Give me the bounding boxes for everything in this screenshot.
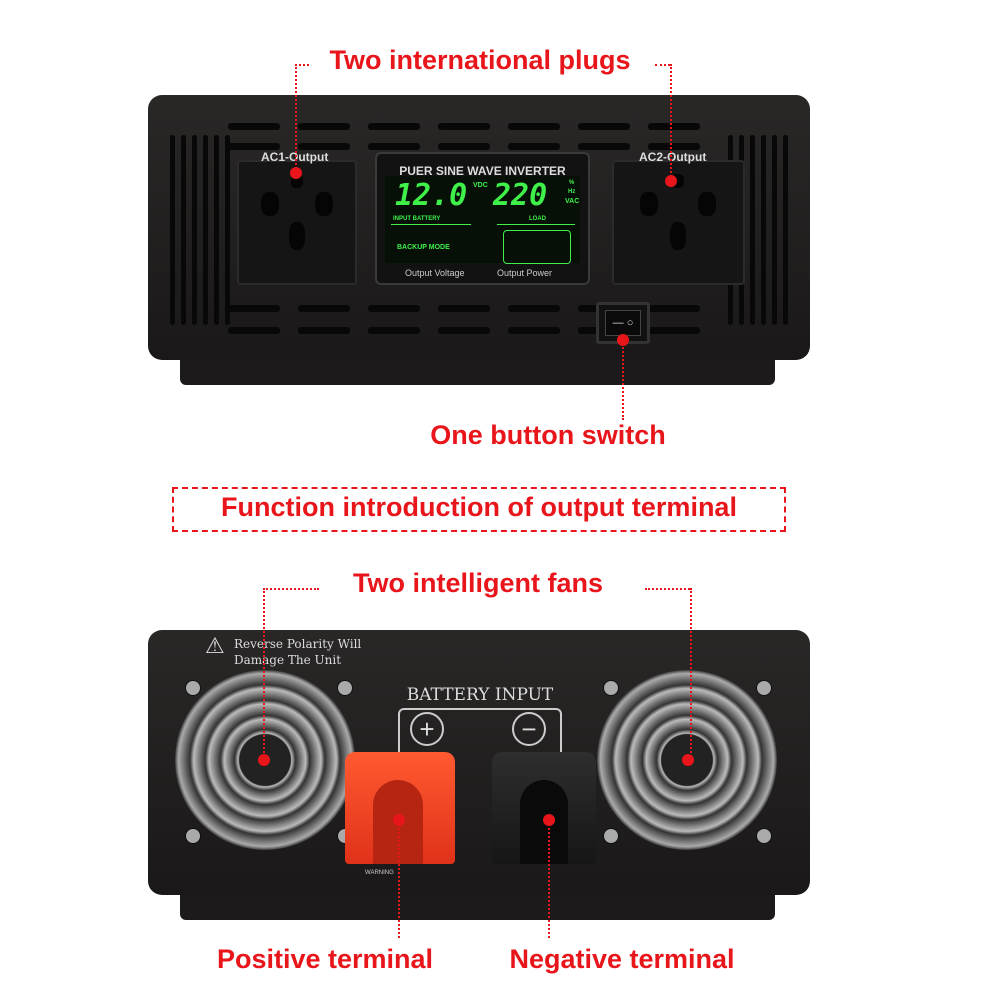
warning-line-2: Damage The Unit	[234, 653, 342, 667]
vent-slot	[438, 143, 490, 150]
vent-slot	[170, 135, 175, 325]
vent-slot	[772, 135, 777, 325]
vent-slot	[508, 143, 560, 150]
positive-terminal[interactable]: WARNING	[345, 752, 455, 876]
ac2-output-socket[interactable]: AC2-Output	[612, 150, 745, 285]
backup-mode-indicator: BACKUP MODE	[397, 244, 450, 251]
warning-text: Reverse Polarity Will Damage The Unit	[234, 636, 361, 668]
warning-icon: ⚠	[205, 633, 225, 658]
vent-slot	[192, 135, 197, 325]
front-mounting-bracket	[180, 355, 775, 385]
vent-slot	[368, 143, 420, 150]
vent-slot	[438, 305, 490, 312]
lcd-display: PUER SINE WAVE INVERTER 12.0 VDC 220 % H…	[375, 152, 590, 285]
battery-input-label: BATTERY INPUT	[406, 685, 554, 705]
load-bar-indicator	[503, 230, 571, 264]
switch-annotation: One button switch	[430, 420, 666, 450]
vent-slot	[648, 143, 700, 150]
ac2-label: AC2-Output	[639, 150, 707, 164]
vac-unit: VAC	[565, 198, 580, 205]
output-power-button[interactable]: Output Power	[497, 268, 553, 278]
vent-slot	[181, 135, 186, 325]
plus-symbol: +	[410, 712, 444, 746]
vent-slot	[228, 305, 280, 312]
minus-symbol: −	[512, 712, 546, 746]
battery-voltage-value: 12.0	[395, 178, 468, 213]
ac1-output-socket[interactable]: AC1-Output	[237, 150, 357, 285]
vent-slot	[761, 135, 766, 325]
vent-slot	[368, 123, 420, 130]
vent-slot	[438, 327, 490, 334]
terminal-warning-text: WARNING	[365, 870, 394, 876]
vent-slot	[578, 123, 630, 130]
vent-slot	[298, 305, 350, 312]
vent-slot	[648, 123, 700, 130]
section-title-box	[172, 487, 786, 532]
ac1-label: AC1-Output	[261, 150, 329, 164]
vent-slot	[228, 123, 280, 130]
vent-slot	[648, 305, 700, 312]
vent-slot	[578, 143, 630, 150]
negative-terminal[interactable]	[492, 752, 596, 864]
vent-slot	[298, 327, 350, 334]
output-voltage-button[interactable]: Output Voltage	[405, 268, 465, 278]
percent-unit: %	[569, 180, 575, 186]
vent-slot	[228, 327, 280, 334]
plugs-annotation: Two international plugs	[329, 45, 631, 75]
vent-slot	[750, 135, 755, 325]
lcd-title: PUER SINE WAVE INVERTER	[399, 164, 566, 178]
vent-slot	[648, 327, 700, 334]
positive-annotation: Positive terminal	[216, 944, 434, 974]
vent-slot	[228, 143, 280, 150]
vent-slot	[508, 327, 560, 334]
section-title: Function introduction of output terminal	[221, 492, 737, 522]
hz-unit: Hz	[568, 189, 576, 195]
vent-slot	[508, 123, 560, 130]
negative-annotation: Negative terminal	[509, 944, 735, 974]
fans-annotation: Two intelligent fans	[352, 568, 604, 598]
vent-slot	[438, 123, 490, 130]
battery-input-box	[398, 708, 562, 753]
rear-mounting-bracket	[180, 890, 775, 920]
vent-slot	[214, 135, 219, 325]
vent-slot	[368, 305, 420, 312]
vent-slot	[508, 305, 560, 312]
warning-line-1: Reverse Polarity Will	[234, 637, 362, 651]
vent-slot	[298, 143, 350, 150]
battery-unit: VDC	[473, 182, 488, 189]
vent-slot	[368, 327, 420, 334]
input-battery-label: INPUT BATTERY	[393, 216, 441, 222]
vent-slot	[298, 123, 350, 130]
load-label: LOAD	[529, 216, 546, 222]
vent-slot	[783, 135, 788, 325]
vent-slot	[225, 135, 230, 325]
output-voltage-value: 220	[493, 178, 548, 213]
vent-slot	[203, 135, 208, 325]
